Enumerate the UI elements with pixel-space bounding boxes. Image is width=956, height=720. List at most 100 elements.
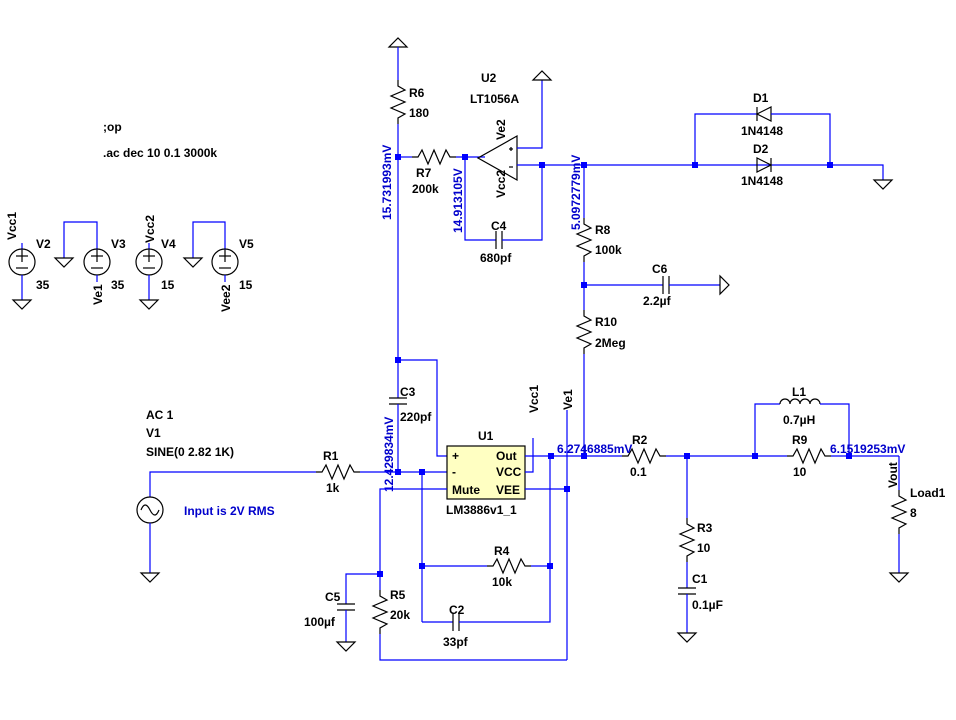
r2-name: R2 <box>632 433 648 447</box>
u2-vcc-pin: Vcc2 <box>494 170 508 198</box>
u1-amplifier[interactable] <box>446 445 526 500</box>
c1-name: C1 <box>692 572 708 586</box>
source-v3[interactable] <box>53 221 111 282</box>
c6-value: 2.2µf <box>643 294 672 308</box>
r1-value: 1k <box>326 481 340 495</box>
v4-name: V4 <box>161 237 176 251</box>
u1-value: LM3886v1_1 <box>446 503 517 517</box>
net-label-u1out: 6.2746885mV <box>557 442 632 456</box>
u2-opamp[interactable] <box>476 134 542 182</box>
source-v1[interactable] <box>136 471 316 583</box>
u1-name: U1 <box>478 429 494 443</box>
load-resistor[interactable] <box>890 490 908 534</box>
c5-value: 100µf <box>304 615 336 629</box>
v3-net-label: Ve1 <box>91 284 105 305</box>
u1-pin-plus: + <box>452 449 459 463</box>
r3-name: R3 <box>697 521 713 535</box>
r5-resistor[interactable] <box>371 590 389 634</box>
r1-name: R1 <box>323 449 339 463</box>
r4-value: 10k <box>492 575 512 589</box>
r5-value: 20k <box>390 608 410 622</box>
c1-value: 0.1µF <box>692 598 723 612</box>
ground-diodes <box>872 179 894 190</box>
vcc-flag-r6 <box>387 37 409 48</box>
r6-name: R6 <box>409 86 425 100</box>
c4-name: C4 <box>491 219 507 233</box>
net-label-out: 6.1519253mV <box>830 442 905 456</box>
r3-resistor[interactable] <box>678 518 696 562</box>
vout-net-label: Vout <box>886 462 900 488</box>
v5-name: V5 <box>239 237 254 251</box>
r10-resistor[interactable] <box>575 310 593 354</box>
ground-c5 <box>335 641 357 652</box>
r8-value: 100k <box>595 243 622 257</box>
source-v5[interactable] <box>182 221 239 282</box>
v4-value: 15 <box>161 278 175 292</box>
c5-name: C5 <box>325 590 341 604</box>
diode-d1[interactable] <box>755 106 772 122</box>
u1-ve-net: Ve1 <box>561 389 575 410</box>
r9-value: 10 <box>793 465 807 479</box>
r9-name: R9 <box>792 433 808 447</box>
u1-pin-out: Out <box>496 449 517 463</box>
d2-value: 1N4148 <box>741 174 783 188</box>
r2-resistor[interactable] <box>622 447 666 465</box>
c4-value: 680pf <box>480 251 512 265</box>
r2-value: 0.1 <box>630 465 647 479</box>
l1-inductor[interactable] <box>779 398 821 405</box>
ac-directive[interactable]: .ac dec 10 0.1 3000k <box>103 146 217 160</box>
input-note: Input is 2V RMS <box>184 504 275 518</box>
r1-resistor[interactable] <box>316 463 360 481</box>
r7-value: 200k <box>412 182 439 196</box>
c2-name: C2 <box>449 603 465 617</box>
load-value: 8 <box>910 506 917 520</box>
r4-name: R4 <box>494 544 510 558</box>
d1-value: 1N4148 <box>741 124 783 138</box>
source-v2[interactable] <box>8 243 36 310</box>
r8-resistor[interactable] <box>575 218 593 262</box>
d1-name: D1 <box>753 91 769 105</box>
u1-pin-minus: - <box>452 465 456 479</box>
r5-name: R5 <box>390 588 406 602</box>
r4-resistor[interactable] <box>487 557 531 575</box>
d2-name: D2 <box>753 142 769 156</box>
r7-name: R7 <box>416 166 432 180</box>
r7-resistor[interactable] <box>412 148 456 166</box>
r6-resistor[interactable] <box>389 80 407 124</box>
source-v4[interactable] <box>135 243 163 310</box>
op-directive[interactable]: ;op <box>103 120 122 134</box>
v1-value: SINE(0 2.82 1K) <box>146 445 234 459</box>
v2-value: 35 <box>36 278 50 292</box>
v3-name: V3 <box>111 237 126 251</box>
u2-ve-pin: Ve2 <box>494 119 508 140</box>
v1-name: V1 <box>146 426 161 440</box>
r10-name: R10 <box>595 315 617 329</box>
net-label-u1in: 12.429834mV <box>382 417 396 492</box>
c3-value: 220pf <box>400 410 432 424</box>
load-name: Load1 <box>910 486 946 500</box>
v2-name: V2 <box>36 237 51 251</box>
r9-resistor[interactable] <box>787 447 831 465</box>
r6-value: 180 <box>409 106 429 120</box>
diode-d2[interactable] <box>756 157 773 173</box>
v2-net-label: Vcc1 <box>5 212 19 240</box>
r8-name: R8 <box>595 223 611 237</box>
l1-name: L1 <box>792 385 806 399</box>
v5-net-label: Vee2 <box>219 284 233 312</box>
v4-net-label: Vcc2 <box>143 215 157 243</box>
c2-value: 33pf <box>443 635 469 649</box>
u1-vcc-net: Vcc1 <box>527 385 541 413</box>
net-label-u2out: 5.0972779mV <box>569 155 583 230</box>
r10-value: 2Meg <box>595 336 626 350</box>
u2-value: LT1056A <box>470 92 519 106</box>
u1-pin-vcc: VCC <box>496 465 522 479</box>
v5-value: 15 <box>239 278 253 292</box>
r3-value: 10 <box>697 541 711 555</box>
c6-name: C6 <box>652 262 668 276</box>
l1-value: 0.7µH <box>783 413 815 427</box>
ground-c1 <box>676 632 698 643</box>
ground-load <box>888 572 910 583</box>
net-label-u2in: 14.913105V <box>451 168 465 233</box>
ground-c6 <box>719 274 730 296</box>
